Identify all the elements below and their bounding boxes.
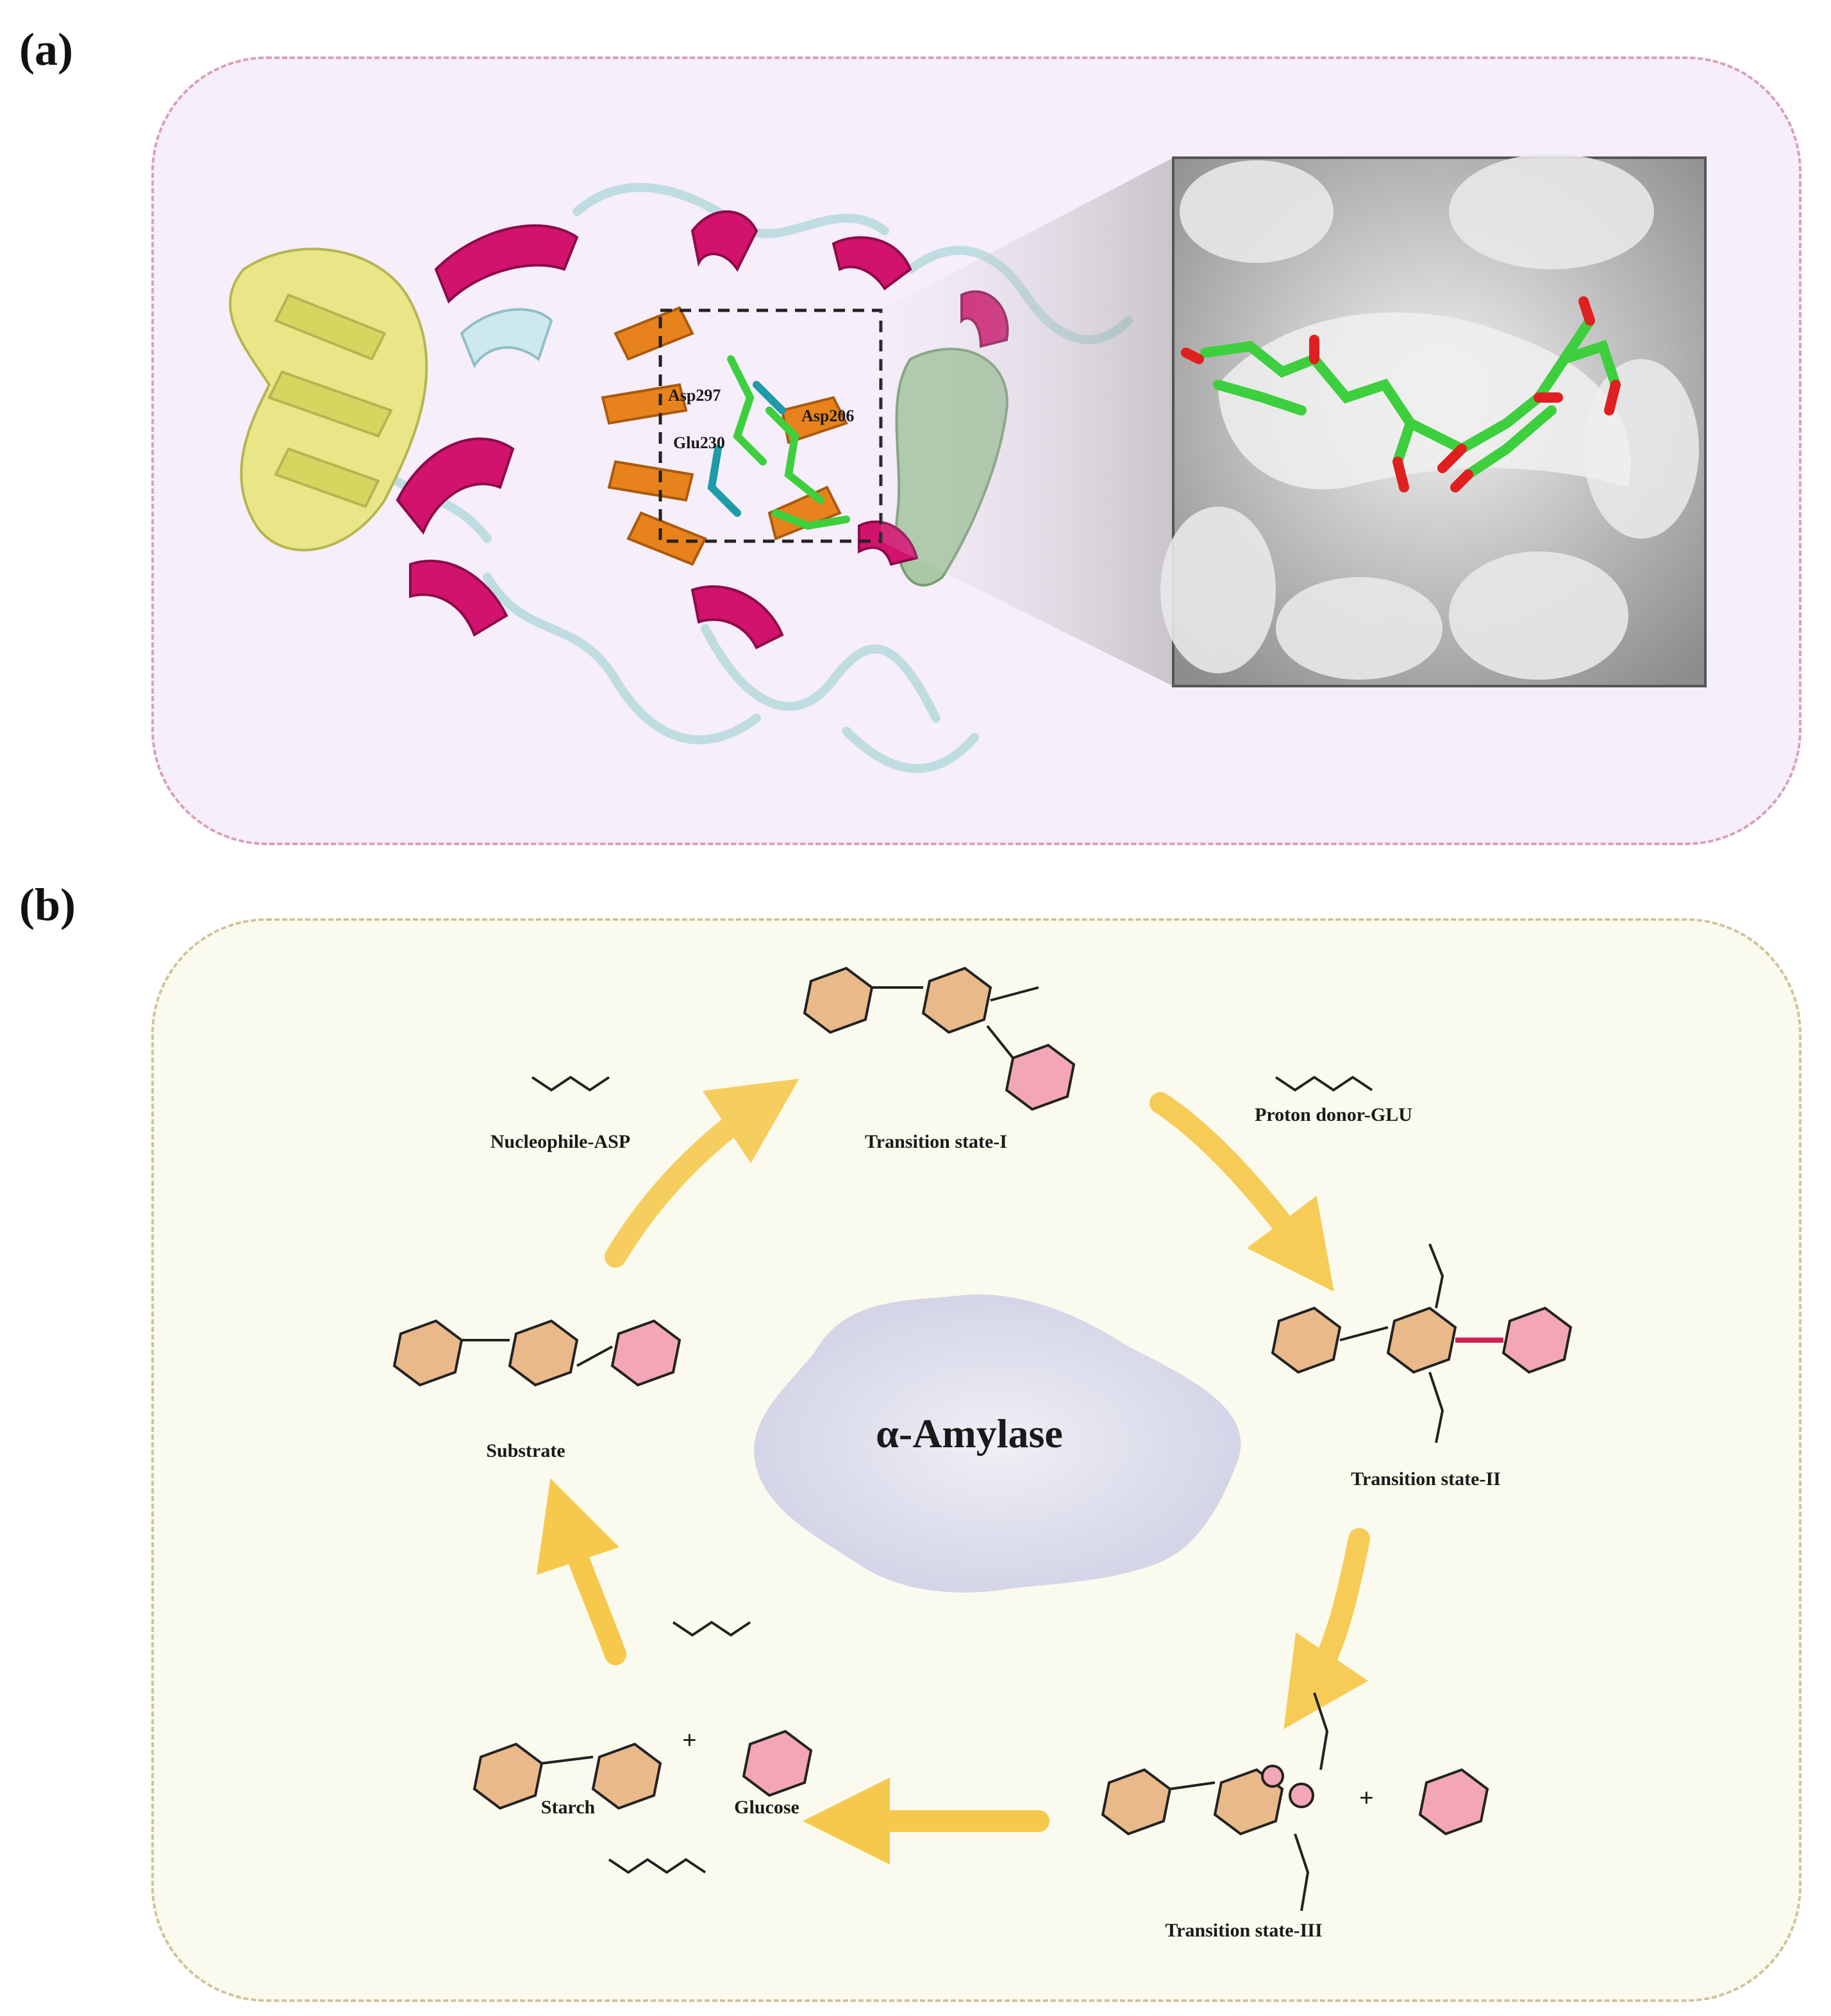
substrate-label: Substrate: [486, 1440, 565, 1461]
residue-asp297-label: Asp297: [668, 386, 721, 405]
transition-state-2-label: Transition state-II: [1351, 1468, 1501, 1490]
nucleophile-asp-label: Nucleophile-ASP: [490, 1131, 631, 1152]
plus-sign: +: [1359, 1783, 1374, 1812]
enzyme-name-title: α-Amylase: [876, 1411, 1063, 1456]
cycle-arrows: [537, 1079, 1370, 1865]
panel-a-label: (a): [19, 24, 73, 75]
transition-state-3-label: Transition state-III: [1165, 1920, 1323, 1941]
transition-state-1-label: Transition state-I: [865, 1131, 1007, 1152]
plus-sign: +: [682, 1726, 697, 1754]
proton-donor-glu-label: Proton donor-GLU: [1255, 1104, 1412, 1125]
molecule-drawings: [392, 966, 1573, 1911]
glucose-label: Glucose: [734, 1797, 799, 1818]
starch-label: Starch: [540, 1797, 596, 1818]
enzyme-surface: [754, 1294, 1241, 1593]
zoom-connector: [881, 158, 1173, 686]
residue-glu230-label: Glu230: [673, 433, 725, 452]
panel-b-label: (b): [19, 879, 76, 930]
residue-asp206-label: Asp206: [801, 407, 855, 425]
binding-pocket-view: [1160, 154, 1707, 687]
